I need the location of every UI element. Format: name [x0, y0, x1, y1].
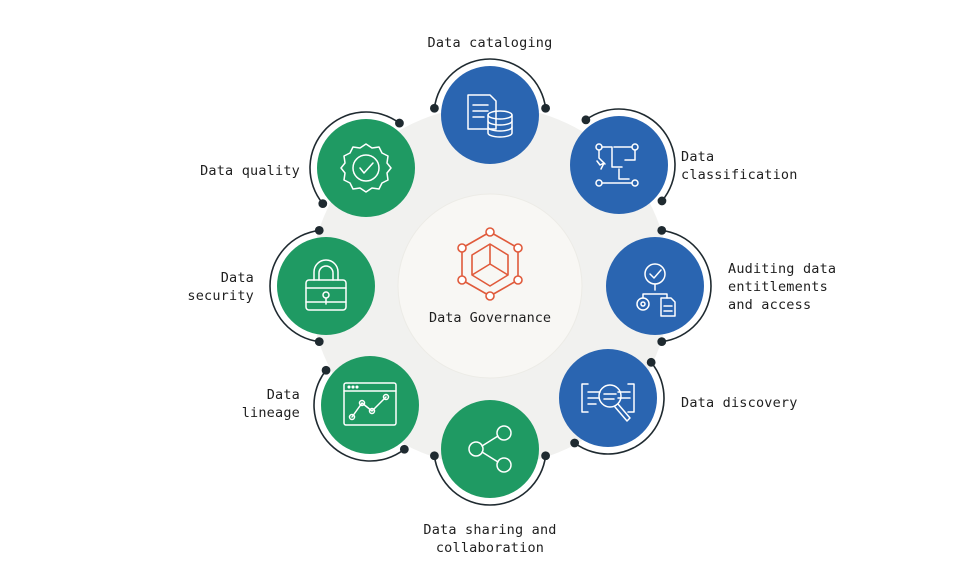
node-circle-quality: [317, 119, 415, 217]
node-circle-lineage: [321, 356, 419, 454]
audit-check-gear-icon: [636, 263, 676, 317]
arc-dot-lineage-0: [399, 444, 409, 454]
node-auditing: [606, 237, 704, 335]
arc-dot-security-0: [314, 337, 324, 346]
label-discovery: Data discovery: [681, 395, 798, 411]
flow-chart-icon: [595, 143, 639, 187]
arc-dot-quality-1: [395, 118, 404, 128]
governance-network-icon: [457, 227, 523, 301]
arc-classification: [585, 108, 676, 202]
node-quality: [317, 119, 415, 217]
arc-lineage: [313, 369, 405, 462]
padlock-icon: [305, 259, 347, 311]
arc-cataloging: [433, 58, 547, 109]
arc-dot-quality-0: [318, 199, 328, 209]
arc-discovery: [574, 361, 665, 455]
node-circle-classification: [570, 116, 668, 214]
node-cataloging: [441, 66, 539, 164]
label-quality: Data quality: [200, 163, 300, 179]
node-circle-sharing: [441, 400, 539, 498]
node-discovery: [559, 349, 657, 447]
arc-dot-cataloging-1: [541, 103, 550, 113]
arc-dot-cataloging-0: [430, 103, 439, 113]
arc-dot-sharing-0: [541, 451, 550, 461]
label-auditing: Auditing data entitlements and access: [728, 261, 837, 313]
arc-quality: [309, 111, 400, 205]
arc-dot-security-1: [314, 226, 324, 235]
center-label: Data Governance: [429, 310, 551, 326]
label-lineage: Data lineage: [241, 387, 300, 421]
arc-sharing: [433, 455, 547, 506]
arc-dot-classification-1: [657, 196, 667, 206]
node-circle-cataloging: [441, 66, 539, 164]
node-circle-discovery: [559, 349, 657, 447]
arc-dot-discovery-0: [646, 357, 656, 367]
node-sharing: [441, 400, 539, 498]
label-sharing: Data sharing and collaboration: [423, 522, 557, 556]
arc-dot-sharing-1: [430, 451, 439, 461]
node-circle-security: [277, 237, 375, 335]
arc-dot-auditing-1: [657, 337, 667, 346]
arc-dot-lineage-1: [321, 365, 331, 375]
arc-security: [269, 229, 320, 343]
arc-dot-auditing-0: [657, 226, 667, 235]
label-security: Data security: [187, 270, 254, 304]
node-security: [277, 237, 375, 335]
document-database-icon: [467, 94, 513, 138]
label-cataloging: Data cataloging: [427, 35, 553, 51]
node-classification: [570, 116, 668, 214]
arc-auditing: [661, 229, 712, 343]
arc-dot-classification-0: [581, 115, 591, 125]
node-lineage: [321, 356, 419, 454]
magnifier-code-icon: [581, 383, 635, 422]
badge-check-icon: [340, 143, 392, 193]
label-classification: Data classification: [681, 149, 798, 183]
share-icon: [468, 425, 512, 473]
line-chart-window-icon: [343, 382, 397, 426]
arc-dot-discovery-1: [570, 438, 580, 448]
